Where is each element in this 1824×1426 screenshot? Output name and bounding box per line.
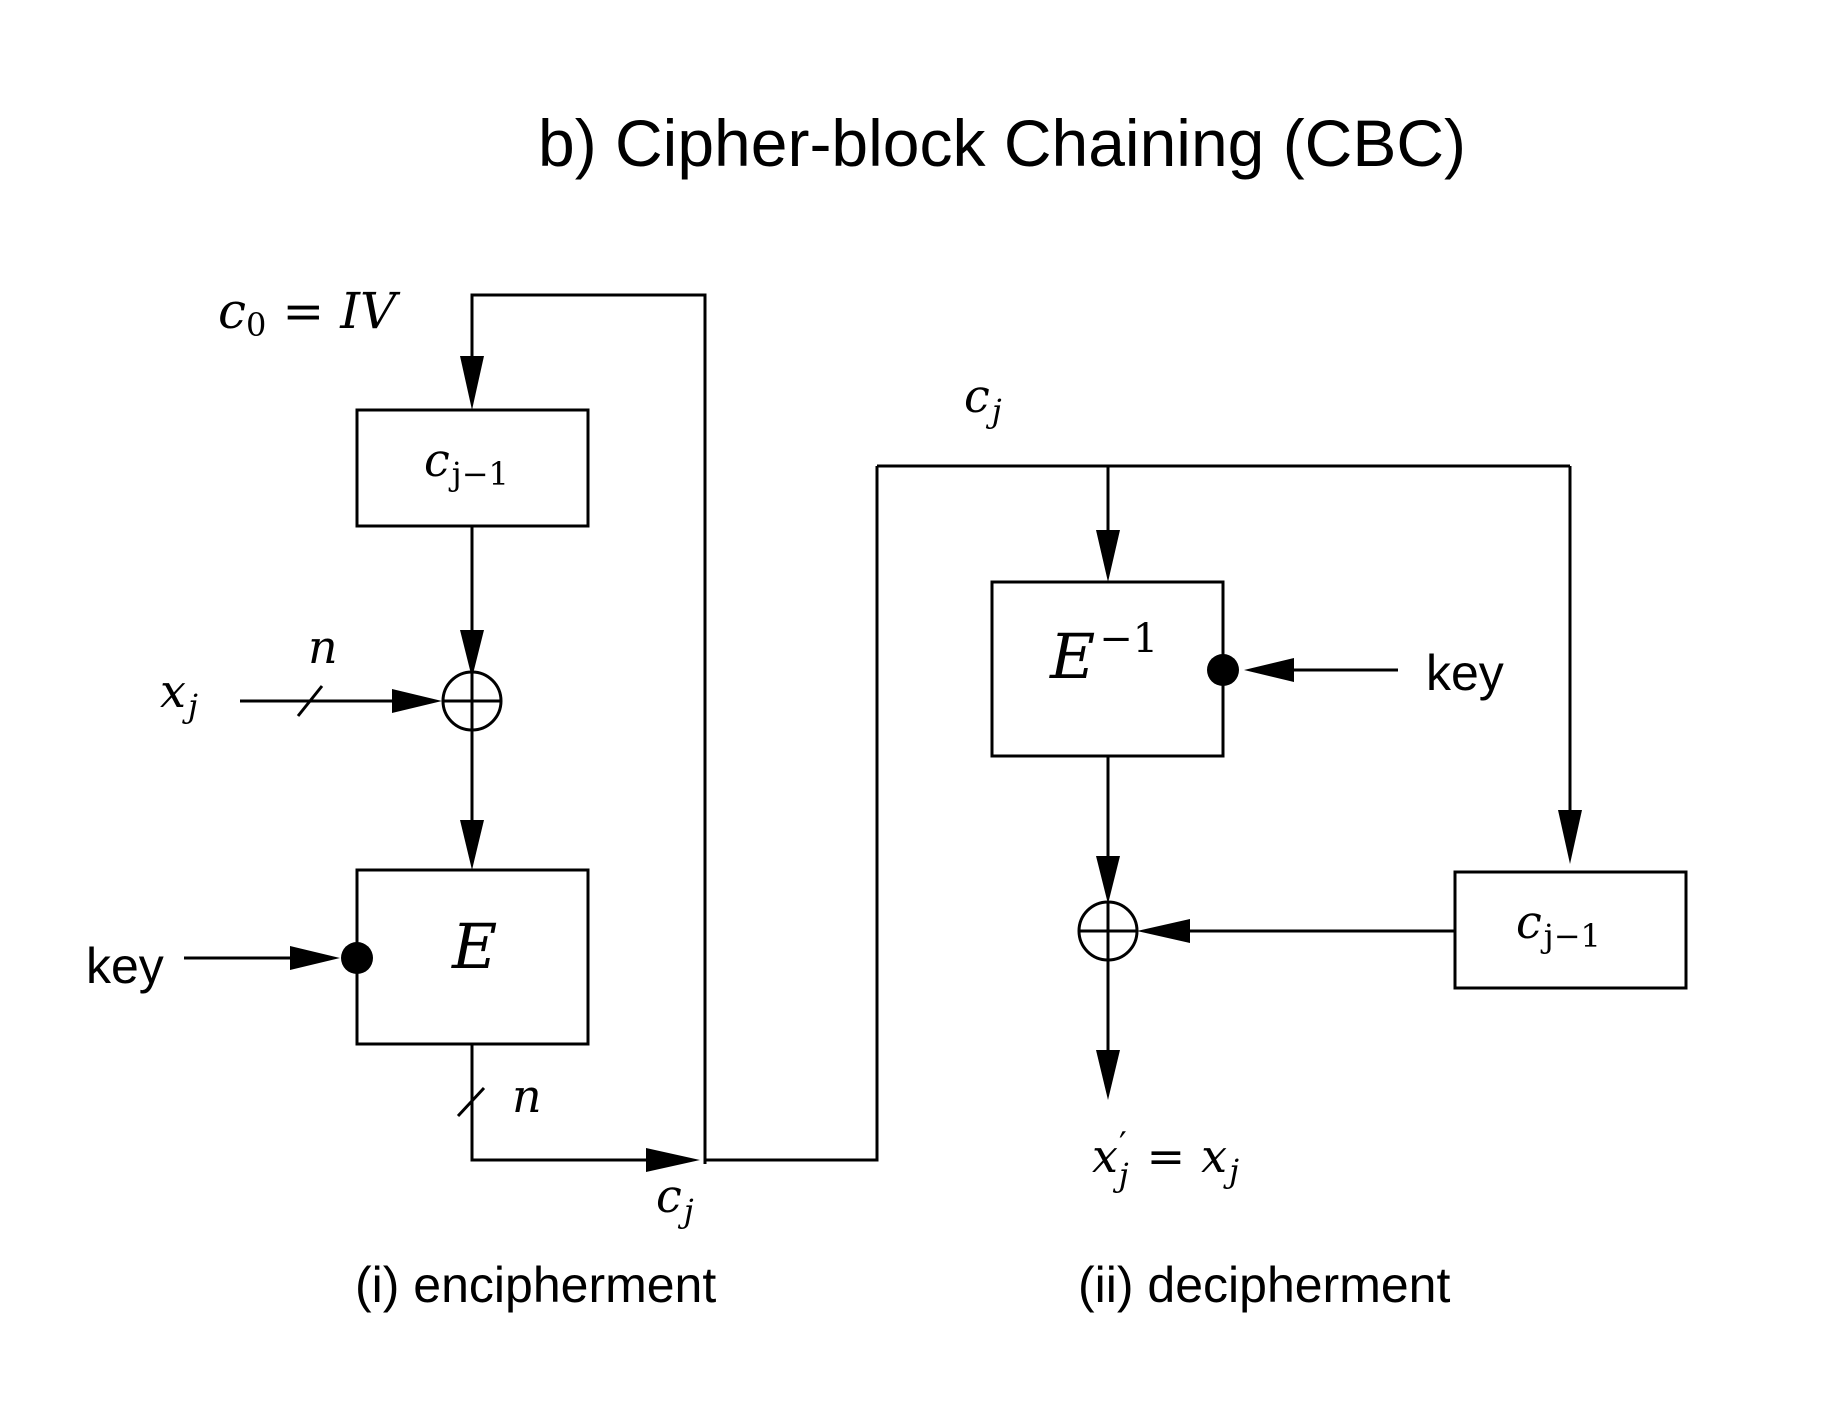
dec-xor-symbol [1077,900,1139,962]
enc-xor-symbol [441,670,503,732]
block-size-label-bottom: n [512,1069,542,1123]
iv-arrowhead [460,356,484,410]
enc-key-port [341,942,373,974]
encipherment-section: c0=IV cj−1 xj n E key [86,282,716,1313]
dec-key-label: key [1426,645,1504,701]
plaintext-arrowhead [392,689,442,713]
cipher-output-arrowhead [646,1148,700,1172]
bus-to-register-arrowhead [1558,810,1582,864]
enc-key-label: key [86,938,164,994]
enc-output-label: cj [656,1169,694,1230]
iv-label: c0=IV [218,282,401,344]
bus-to-decipher-arrowhead [1096,530,1120,582]
dec-output-label: x′j=xj [1092,1125,1239,1194]
decipher-label: E−1 [1049,616,1158,693]
ciphertext-transfer-line [705,466,879,1162]
xor-to-output-arrowhead [1096,1050,1120,1100]
diagram-title: b) Cipher-block Chaining (CBC) [538,106,1466,180]
plaintext-label: xj [160,664,198,725]
register-to-xor-dec-arrowhead [1137,919,1190,943]
dec-key-port [1207,654,1239,686]
encipherment-caption: (i) encipherment [355,1257,716,1313]
block-size-label-top: n [308,620,338,674]
block-size-tick-top [296,685,324,717]
decipher-box [990,580,1225,758]
dec-chain-register-label: cj−1 [1516,895,1601,955]
block-size-tick-bottom [456,1086,486,1118]
register-to-xor-arrowhead [460,630,484,678]
dec-key-arrowhead [1244,658,1294,682]
cipher-output-line [470,1044,660,1162]
dec-input-label: cj [964,369,1002,430]
enc-key-arrowhead [290,946,340,970]
cipher-label: E [451,910,497,983]
decipher-to-xor-arrowhead [1096,856,1120,904]
decipherment-section: cj E−1 key cj−1 [877,369,1688,1313]
dec-chain-register-box [1453,870,1688,990]
feedback-line [470,293,707,1164]
xor-to-cipher-arrowhead [460,820,484,870]
enc-chain-register-label: cj−1 [424,433,509,493]
decipherment-caption: (ii) decipherment [1078,1257,1450,1313]
